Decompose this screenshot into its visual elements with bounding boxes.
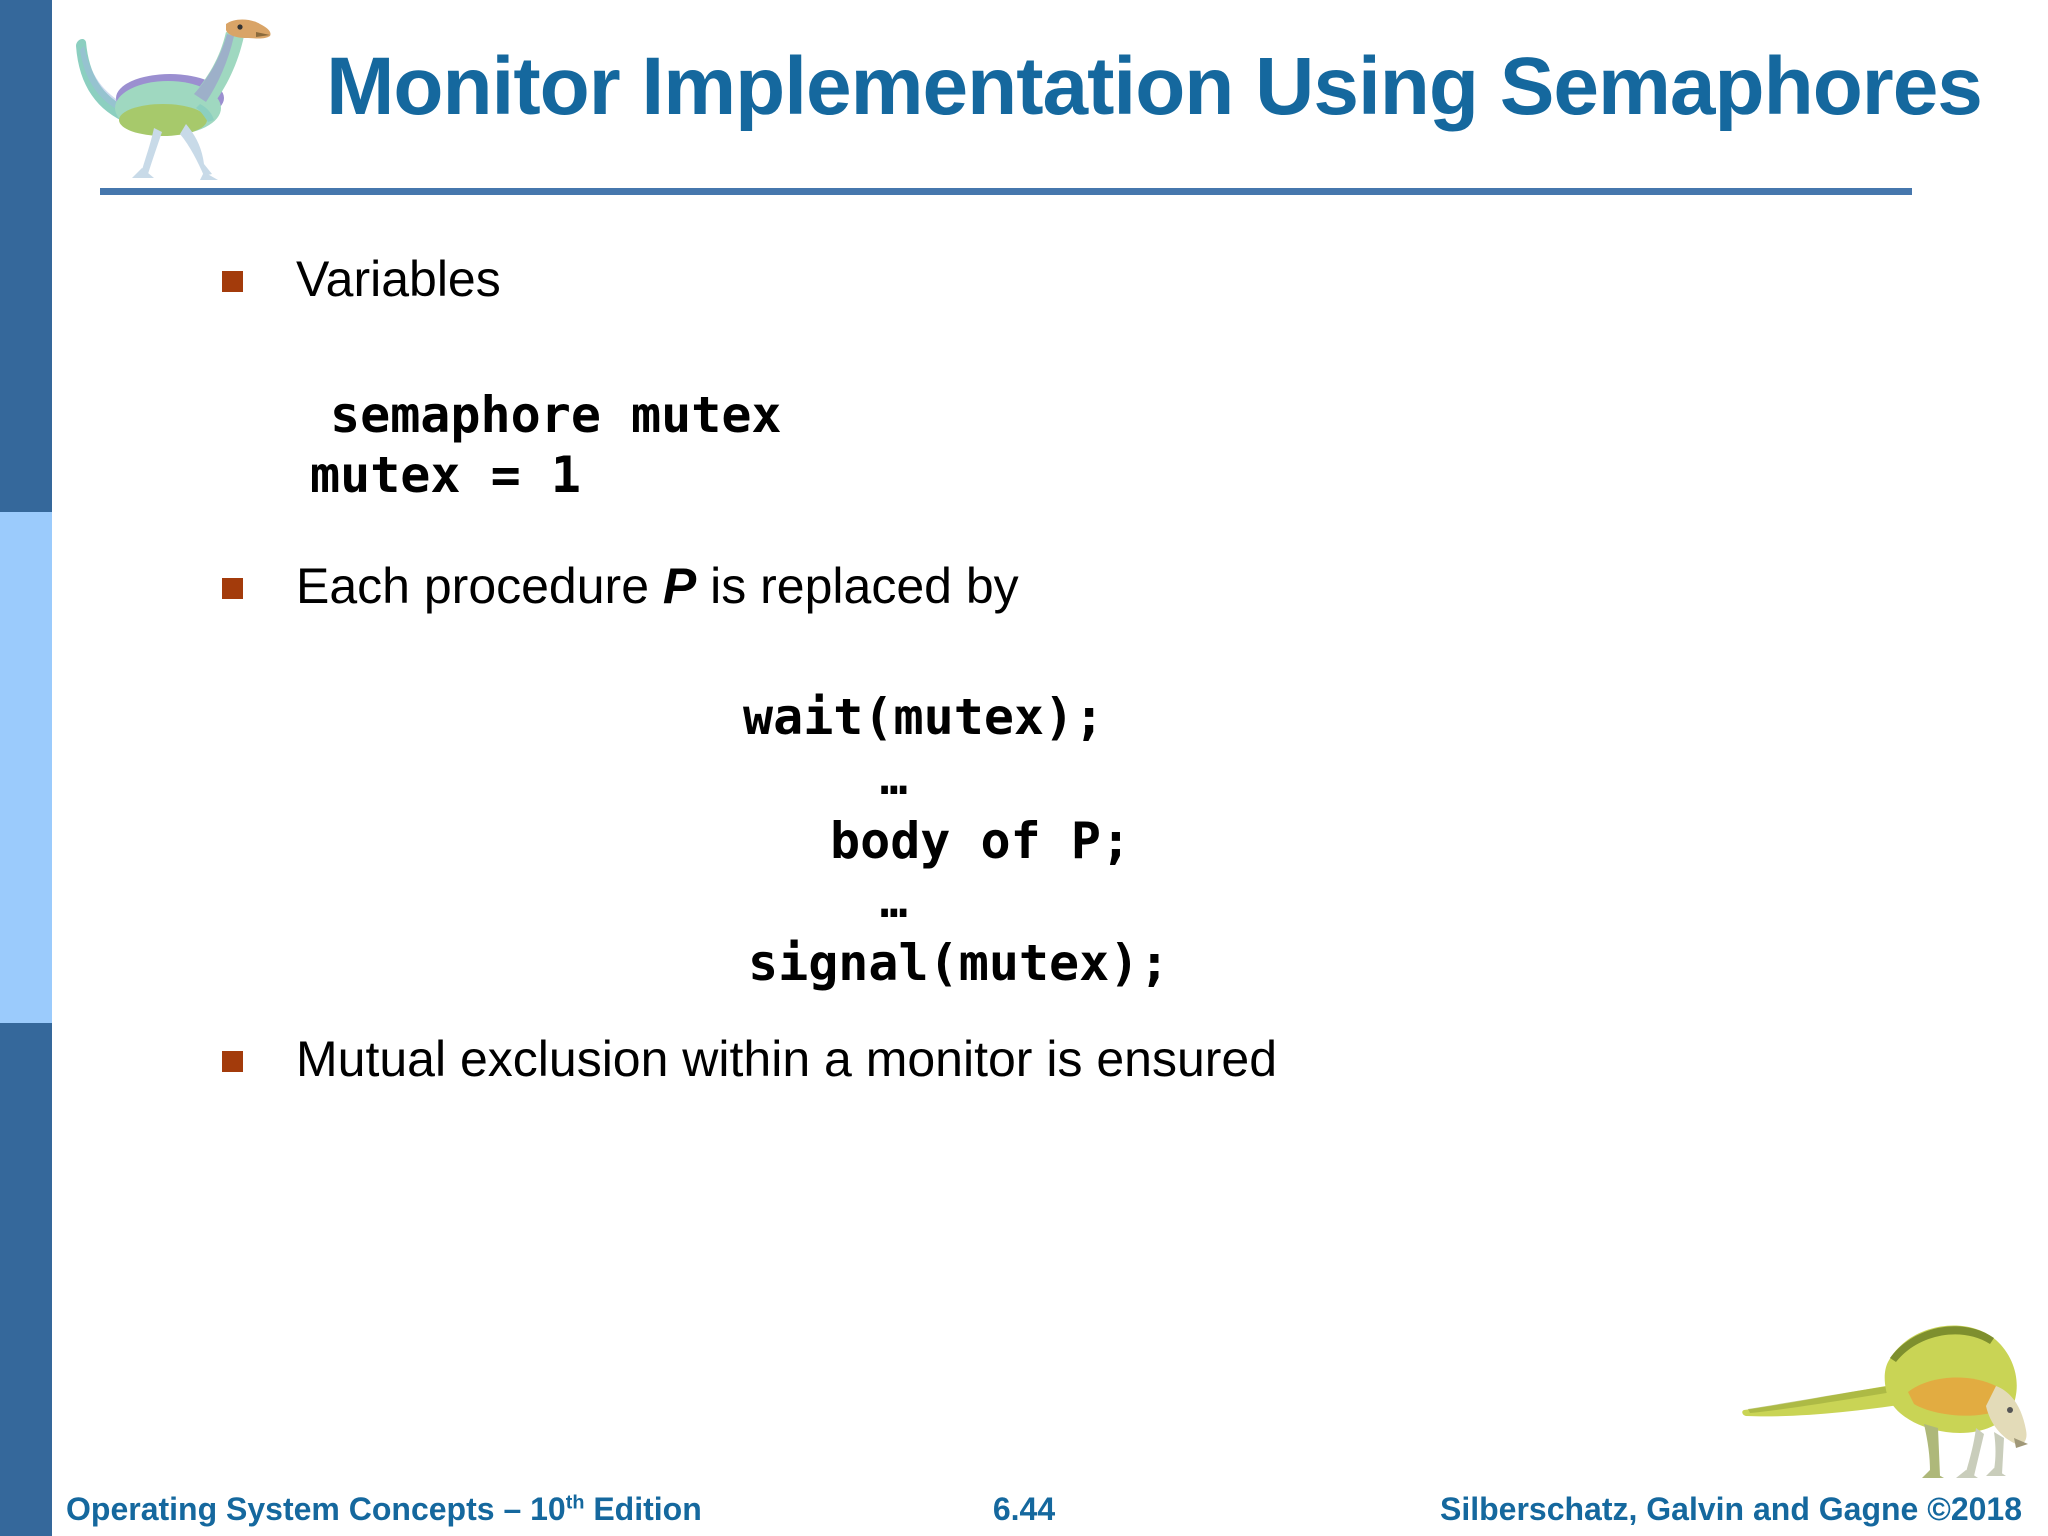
footer-page-number: 6.44 [992, 1491, 1056, 1527]
code-line-signal: signal(mutex); [748, 934, 1170, 992]
bullet-mutual-exclusion: Mutual exclusion within a monitor is ens… [296, 1031, 1278, 1087]
bullet-each-procedure: Each procedure P is replaced by [296, 558, 1019, 616]
bullet-marker [222, 1051, 243, 1072]
sidebar-band-bottom [0, 1023, 52, 1536]
footer-authors: Silberschatz, Galvin and Gagne ©2018 [1439, 1491, 2022, 1527]
sidebar-band-top [0, 0, 52, 512]
sidebar-band-middle [0, 512, 52, 1023]
bullet-text-prefix: Each procedure [296, 558, 663, 614]
code-line-body: body of P; [830, 812, 1132, 870]
footer-book-superscript: th [565, 1491, 585, 1514]
page-title: Monitor Implementation Using Semaphores [326, 41, 1983, 132]
bullet-variables: Variables [296, 251, 501, 307]
code-line-wait: wait(mutex); [743, 688, 1105, 746]
bullet-marker [222, 578, 243, 599]
dinosaur-logo-icon [76, 19, 271, 180]
code-ellipsis: … [880, 751, 908, 805]
procedure-name-emphasis: P [662, 558, 697, 614]
title-underline [100, 188, 1912, 195]
dinosaur-grazing-icon [1742, 1325, 2028, 1478]
footer-book-title: Operating System Concepts – 10th Edition [66, 1491, 702, 1527]
code-line-semaphore-declaration: semaphore mutex [330, 386, 782, 444]
bullet-text-suffix: is replaced by [696, 558, 1019, 614]
footer-book-suffix: Edition [584, 1491, 702, 1527]
code-line-mutex-init: mutex = 1 [310, 446, 581, 504]
code-ellipsis: … [880, 874, 908, 928]
bullet-marker [222, 271, 243, 292]
footer-book-prefix: Operating System Concepts – 10 [66, 1491, 566, 1527]
